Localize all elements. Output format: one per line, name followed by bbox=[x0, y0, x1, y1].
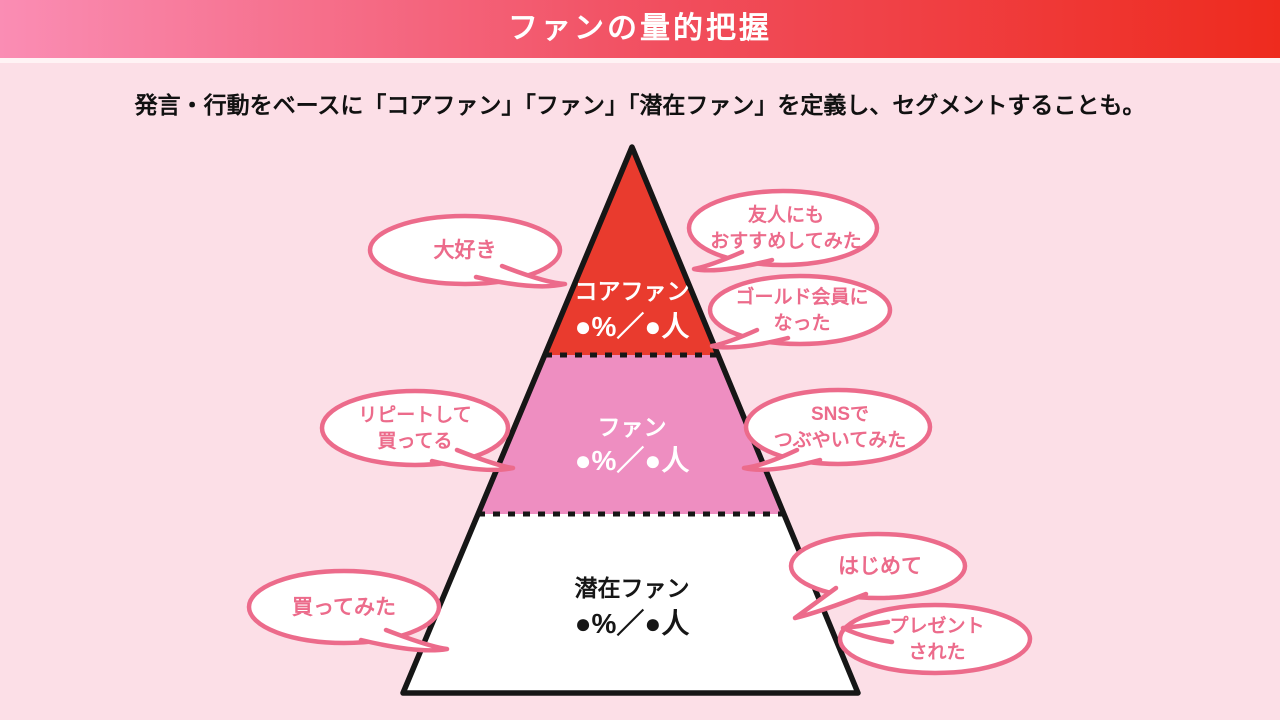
bubble-ellipse bbox=[686, 188, 880, 268]
fan-label: ファン bbox=[598, 414, 667, 440]
bubble-label-line1: ゴールド会員に bbox=[735, 285, 868, 308]
potential-fan-label: 潜在ファン bbox=[575, 575, 690, 601]
pyramid: コアファン ●%／●人 ファン ●%／●人 潜在ファン ●%／●人 bbox=[400, 144, 861, 696]
pyramid-level-core-fan bbox=[545, 147, 719, 357]
speech-bubble-tried-buying: 買ってみた bbox=[246, 568, 450, 653]
speech-bubble-tweeted-on-sns: SNSで つぶやいてみた bbox=[741, 387, 933, 473]
bubble-tail bbox=[840, 619, 895, 645]
bubble-ellipse bbox=[319, 388, 511, 468]
speech-bubble-received-gift: プレゼント された bbox=[837, 602, 1033, 676]
bubble-ellipse bbox=[367, 213, 563, 287]
page-title: ファンの量的把握 bbox=[508, 12, 772, 45]
subtitle: 発言・行動をベースに「コアファン」「ファン」「潜在ファン」を定義し、セグメントす… bbox=[134, 92, 1146, 118]
speech-bubble-became-gold-member: ゴールド会員に なった bbox=[707, 273, 893, 350]
bubble-label-line2: された bbox=[908, 641, 965, 663]
pyramid-level-potential-fan bbox=[403, 514, 858, 693]
bubble-tail bbox=[473, 263, 568, 289]
speech-bubble-loved-it: 大好き bbox=[367, 213, 568, 289]
bubble-label-line2: 買ってる bbox=[377, 430, 452, 452]
bubble-tail bbox=[429, 447, 516, 473]
potential-fan-value: ●%／●人 bbox=[575, 608, 690, 639]
bubble-ellipse bbox=[743, 387, 933, 467]
bubble-label-line1: リピートして bbox=[358, 404, 471, 426]
bubble-label-line1: 友人にも bbox=[748, 203, 824, 226]
bubble-ellipse bbox=[707, 273, 893, 347]
pyramid-outline bbox=[400, 144, 861, 696]
bubble-label-line2: なった bbox=[773, 312, 830, 334]
bubble-label-line1: SNSで bbox=[811, 404, 869, 425]
bubble-tail bbox=[709, 327, 791, 350]
bubble-label: 買ってみた bbox=[292, 596, 396, 619]
title-banner: ファンの量的把握 bbox=[0, 0, 1280, 63]
bubble-label-line2: つぶやいてみた bbox=[774, 429, 906, 451]
fan-value: ●%／●人 bbox=[575, 445, 690, 476]
bubble-tail bbox=[792, 585, 869, 621]
core-fan-label: コアファン bbox=[575, 278, 690, 304]
bubble-ellipse bbox=[788, 531, 968, 601]
bubble-label: はじめて bbox=[838, 555, 922, 578]
pyramid-level-fan bbox=[478, 355, 784, 516]
speech-bubble-repeat-purchase: リピートして 買ってる bbox=[319, 388, 516, 473]
bubble-ellipse bbox=[246, 568, 442, 646]
core-fan-value: ●%／●人 bbox=[575, 311, 690, 342]
bubble-tail bbox=[691, 249, 775, 273]
speech-bubble-first-time: はじめて bbox=[788, 531, 968, 621]
speech-bubble-recommended-to-friends: 友人にも おすすめしてみた bbox=[686, 188, 880, 273]
bubble-label-line2: おすすめしてみた bbox=[710, 230, 861, 252]
bubble-label: 大好き bbox=[434, 238, 497, 262]
bubble-label-line1: プレゼント bbox=[889, 614, 984, 637]
bubble-tail bbox=[358, 627, 450, 653]
bubble-tail bbox=[741, 447, 823, 473]
